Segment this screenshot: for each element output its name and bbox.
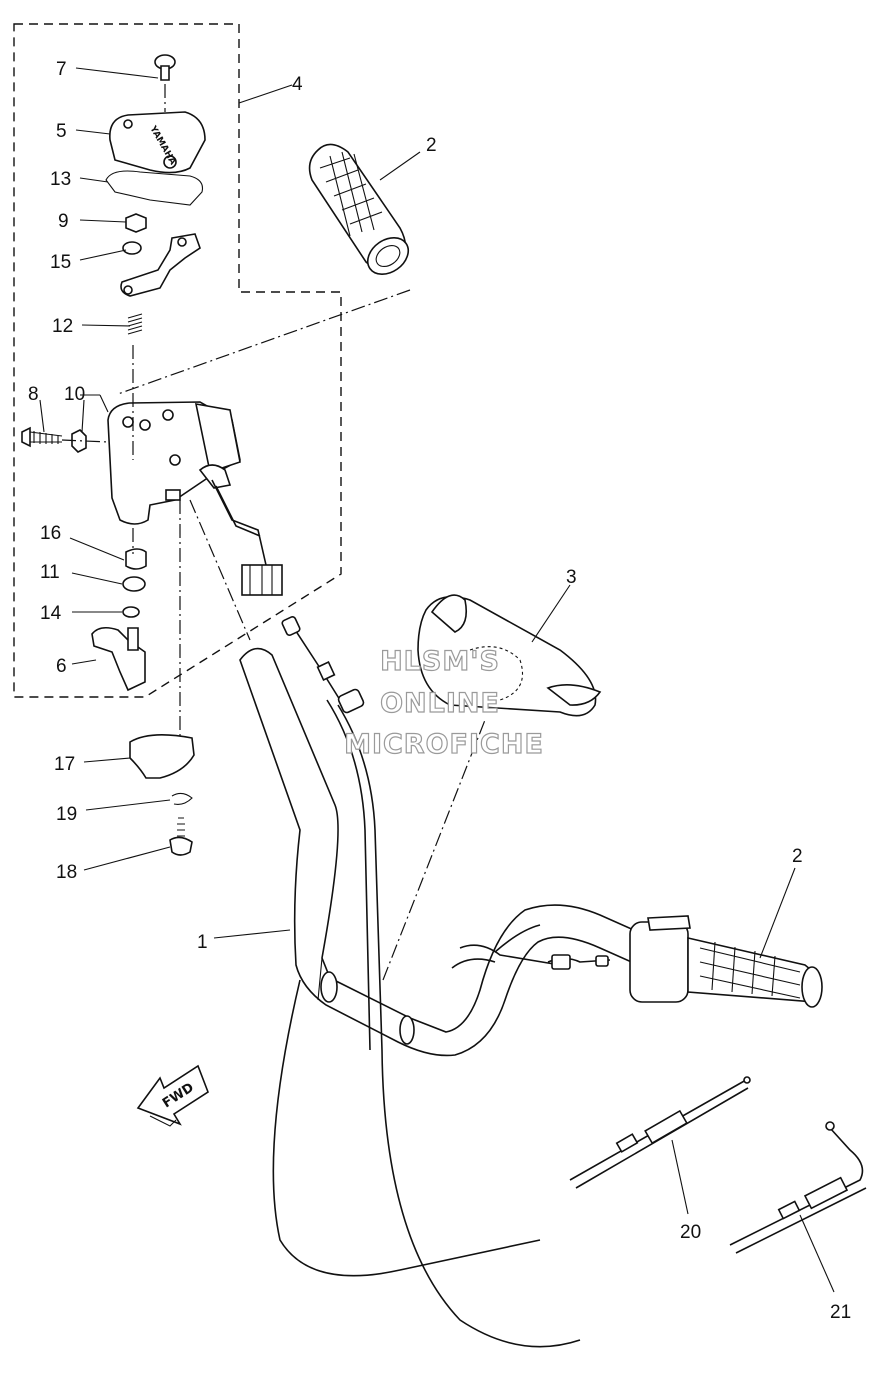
callout-14: 14 (40, 603, 62, 624)
callout-12: 12 (52, 316, 73, 337)
callout-2-lower: 2 (792, 846, 803, 867)
collar-16 (125, 548, 147, 570)
cable-21 (729, 1121, 867, 1254)
fwd-arrow: FWD (136, 1064, 209, 1127)
callout-labels: 1 2 2 3 4 5 6 7 8 9 10 11 12 13 14 15 16… (28, 59, 851, 1323)
spring-12 (127, 313, 143, 335)
gasket-13 (105, 170, 204, 206)
callout-11: 11 (40, 562, 60, 583)
washer-11 (122, 576, 146, 592)
callout-5: 5 (56, 121, 67, 142)
washer-14 (122, 606, 140, 618)
callout-20: 20 (680, 1222, 701, 1243)
nut-9 (125, 213, 147, 233)
watermark-line-3: MICROFICHE (344, 729, 544, 760)
callout-19: 19 (56, 804, 77, 825)
callout-4: 4 (292, 74, 303, 95)
watermark: HLSM'S ONLINE MICROFICHE (343, 645, 544, 760)
cable-routing (272, 699, 581, 1348)
callout-10: 10 (64, 384, 85, 405)
callout-17: 17 (54, 754, 75, 775)
cable-20 (569, 1076, 751, 1189)
callout-3: 3 (566, 567, 577, 588)
callout-21: 21 (830, 1302, 851, 1323)
watermark-line-2: ONLINE (380, 688, 500, 719)
handlebar-pad-3 (417, 594, 602, 717)
switch-wiring (211, 479, 283, 596)
lock-washer-19 (171, 792, 193, 805)
callout-9: 9 (58, 211, 69, 232)
callout-15: 15 (50, 252, 71, 273)
switch-housing-10 (107, 401, 241, 525)
assembly-4-dashed-boundary (13, 23, 342, 698)
cover-5: YAMAHA (109, 111, 206, 174)
nut-10 (71, 429, 87, 453)
clamp-17 (129, 734, 195, 779)
bolt-8 (21, 426, 63, 448)
callout-7: 7 (56, 59, 67, 80)
callout-13: 13 (50, 169, 71, 190)
leader-lines (39, 67, 835, 1293)
screw-7 (154, 54, 176, 81)
watermark-line-1: HLSM'S (380, 646, 500, 677)
callout-18: 18 (56, 862, 77, 883)
callout-6: 6 (56, 656, 67, 677)
washer-15-and-bracket (120, 233, 201, 297)
handlebar-1 (239, 647, 646, 1057)
right-grip-assembly (547, 915, 823, 1008)
callout-8: 8 (28, 384, 39, 405)
alignment-lines (61, 84, 486, 981)
callout-16: 16 (40, 523, 61, 544)
screw-18 (169, 817, 193, 856)
cable-joint (281, 615, 365, 714)
left-grip (308, 143, 410, 275)
callout-1: 1 (197, 932, 208, 953)
callout-2-upper: 2 (426, 135, 437, 156)
lever-6 (91, 626, 146, 692)
